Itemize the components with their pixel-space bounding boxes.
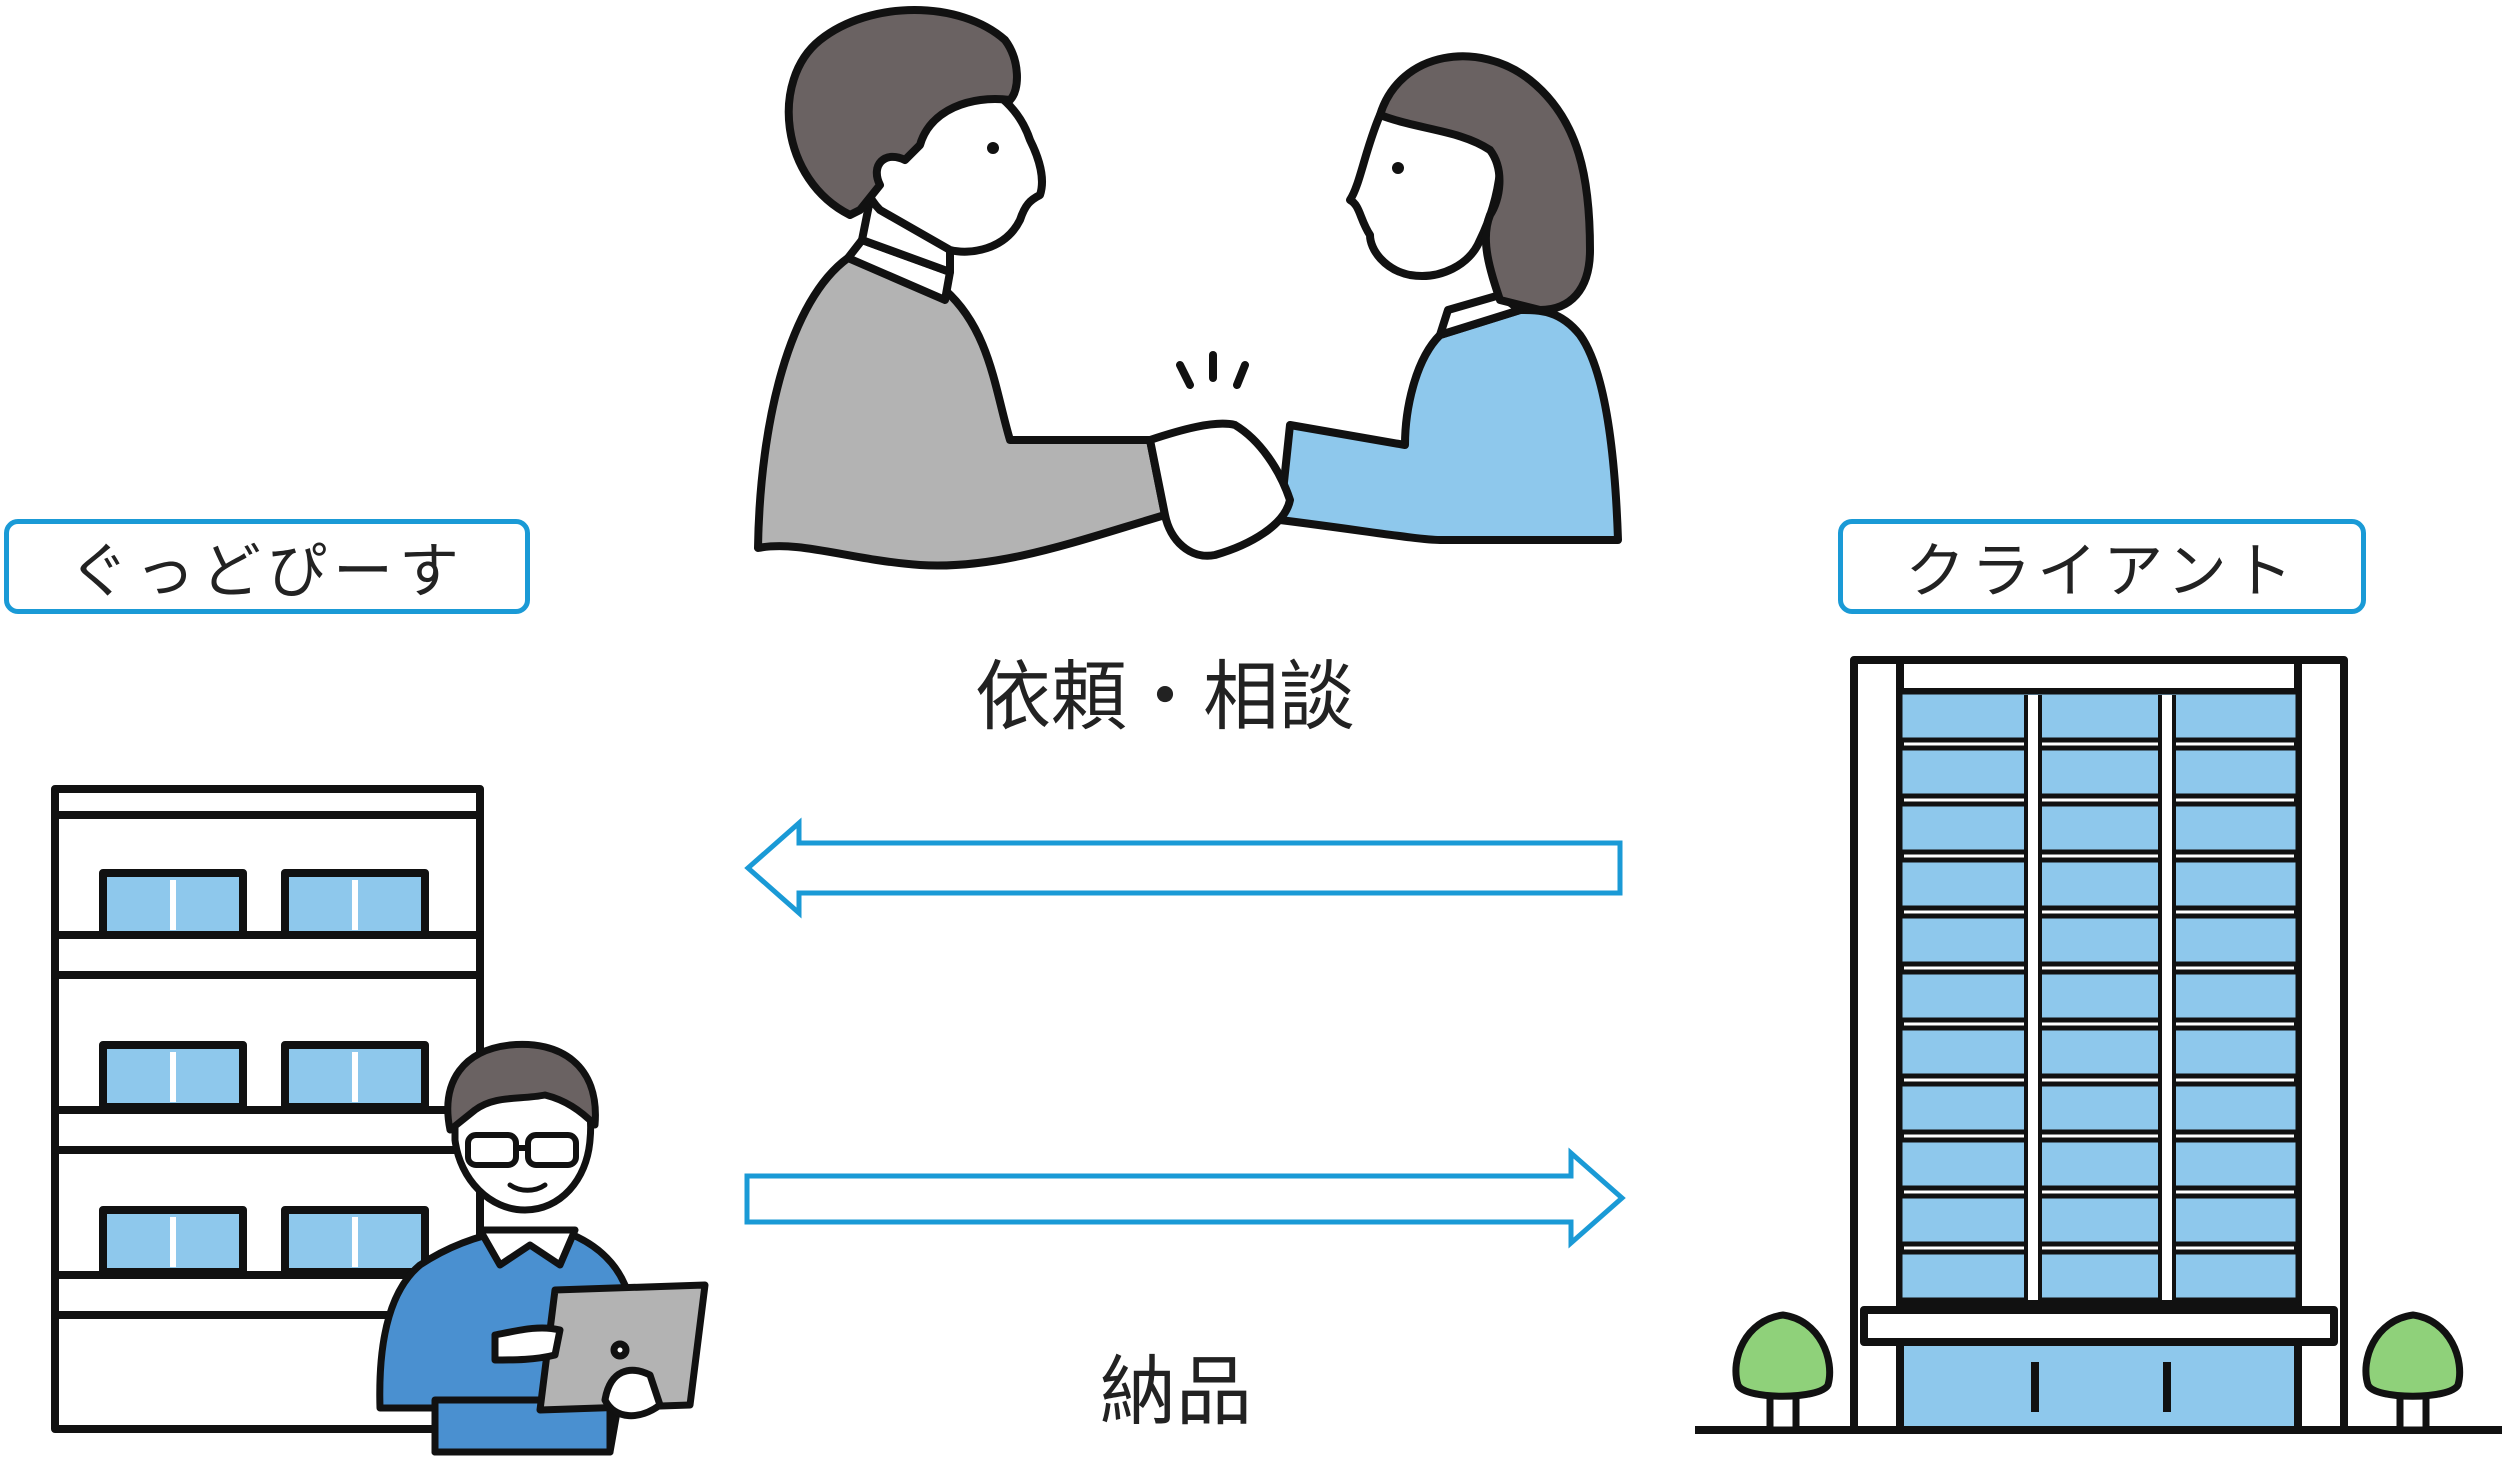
delivery-caption: 納品	[1100, 1347, 1252, 1436]
laptop	[536, 1281, 709, 1414]
building-window	[99, 1041, 247, 1111]
delivery-arrow-right	[744, 1147, 1626, 1249]
man-hair	[784, 6, 1021, 219]
building-window	[99, 869, 247, 939]
request-caption: 依頼・相談	[975, 652, 1355, 741]
worker-hair	[444, 1040, 599, 1134]
worker-shirt	[376, 1226, 634, 1456]
worker-with-laptop	[376, 1040, 709, 1456]
woman-hair	[1376, 52, 1594, 314]
building-window	[281, 1041, 429, 1111]
right-building	[1695, 656, 2502, 1434]
building-window	[99, 1206, 247, 1276]
request-arrow-left	[744, 817, 1623, 919]
handshake-illustration	[754, 6, 1622, 570]
worker-face	[451, 1050, 595, 1214]
handshake-hands	[1146, 419, 1294, 560]
glasses-icon	[465, 1132, 579, 1168]
woman-shirt	[1276, 306, 1622, 544]
building-window	[281, 869, 429, 939]
right-org-label: クライアント	[1838, 519, 2366, 614]
woman-face	[1346, 82, 1505, 280]
left-building	[51, 785, 484, 1433]
tree-icon	[2362, 1311, 2464, 1434]
man-suit	[754, 254, 1169, 570]
left-org-label: ぐっどぴーす	[4, 519, 530, 614]
man-face	[857, 68, 1046, 256]
building-window	[281, 1206, 429, 1276]
tree-icon	[1732, 1311, 1834, 1434]
